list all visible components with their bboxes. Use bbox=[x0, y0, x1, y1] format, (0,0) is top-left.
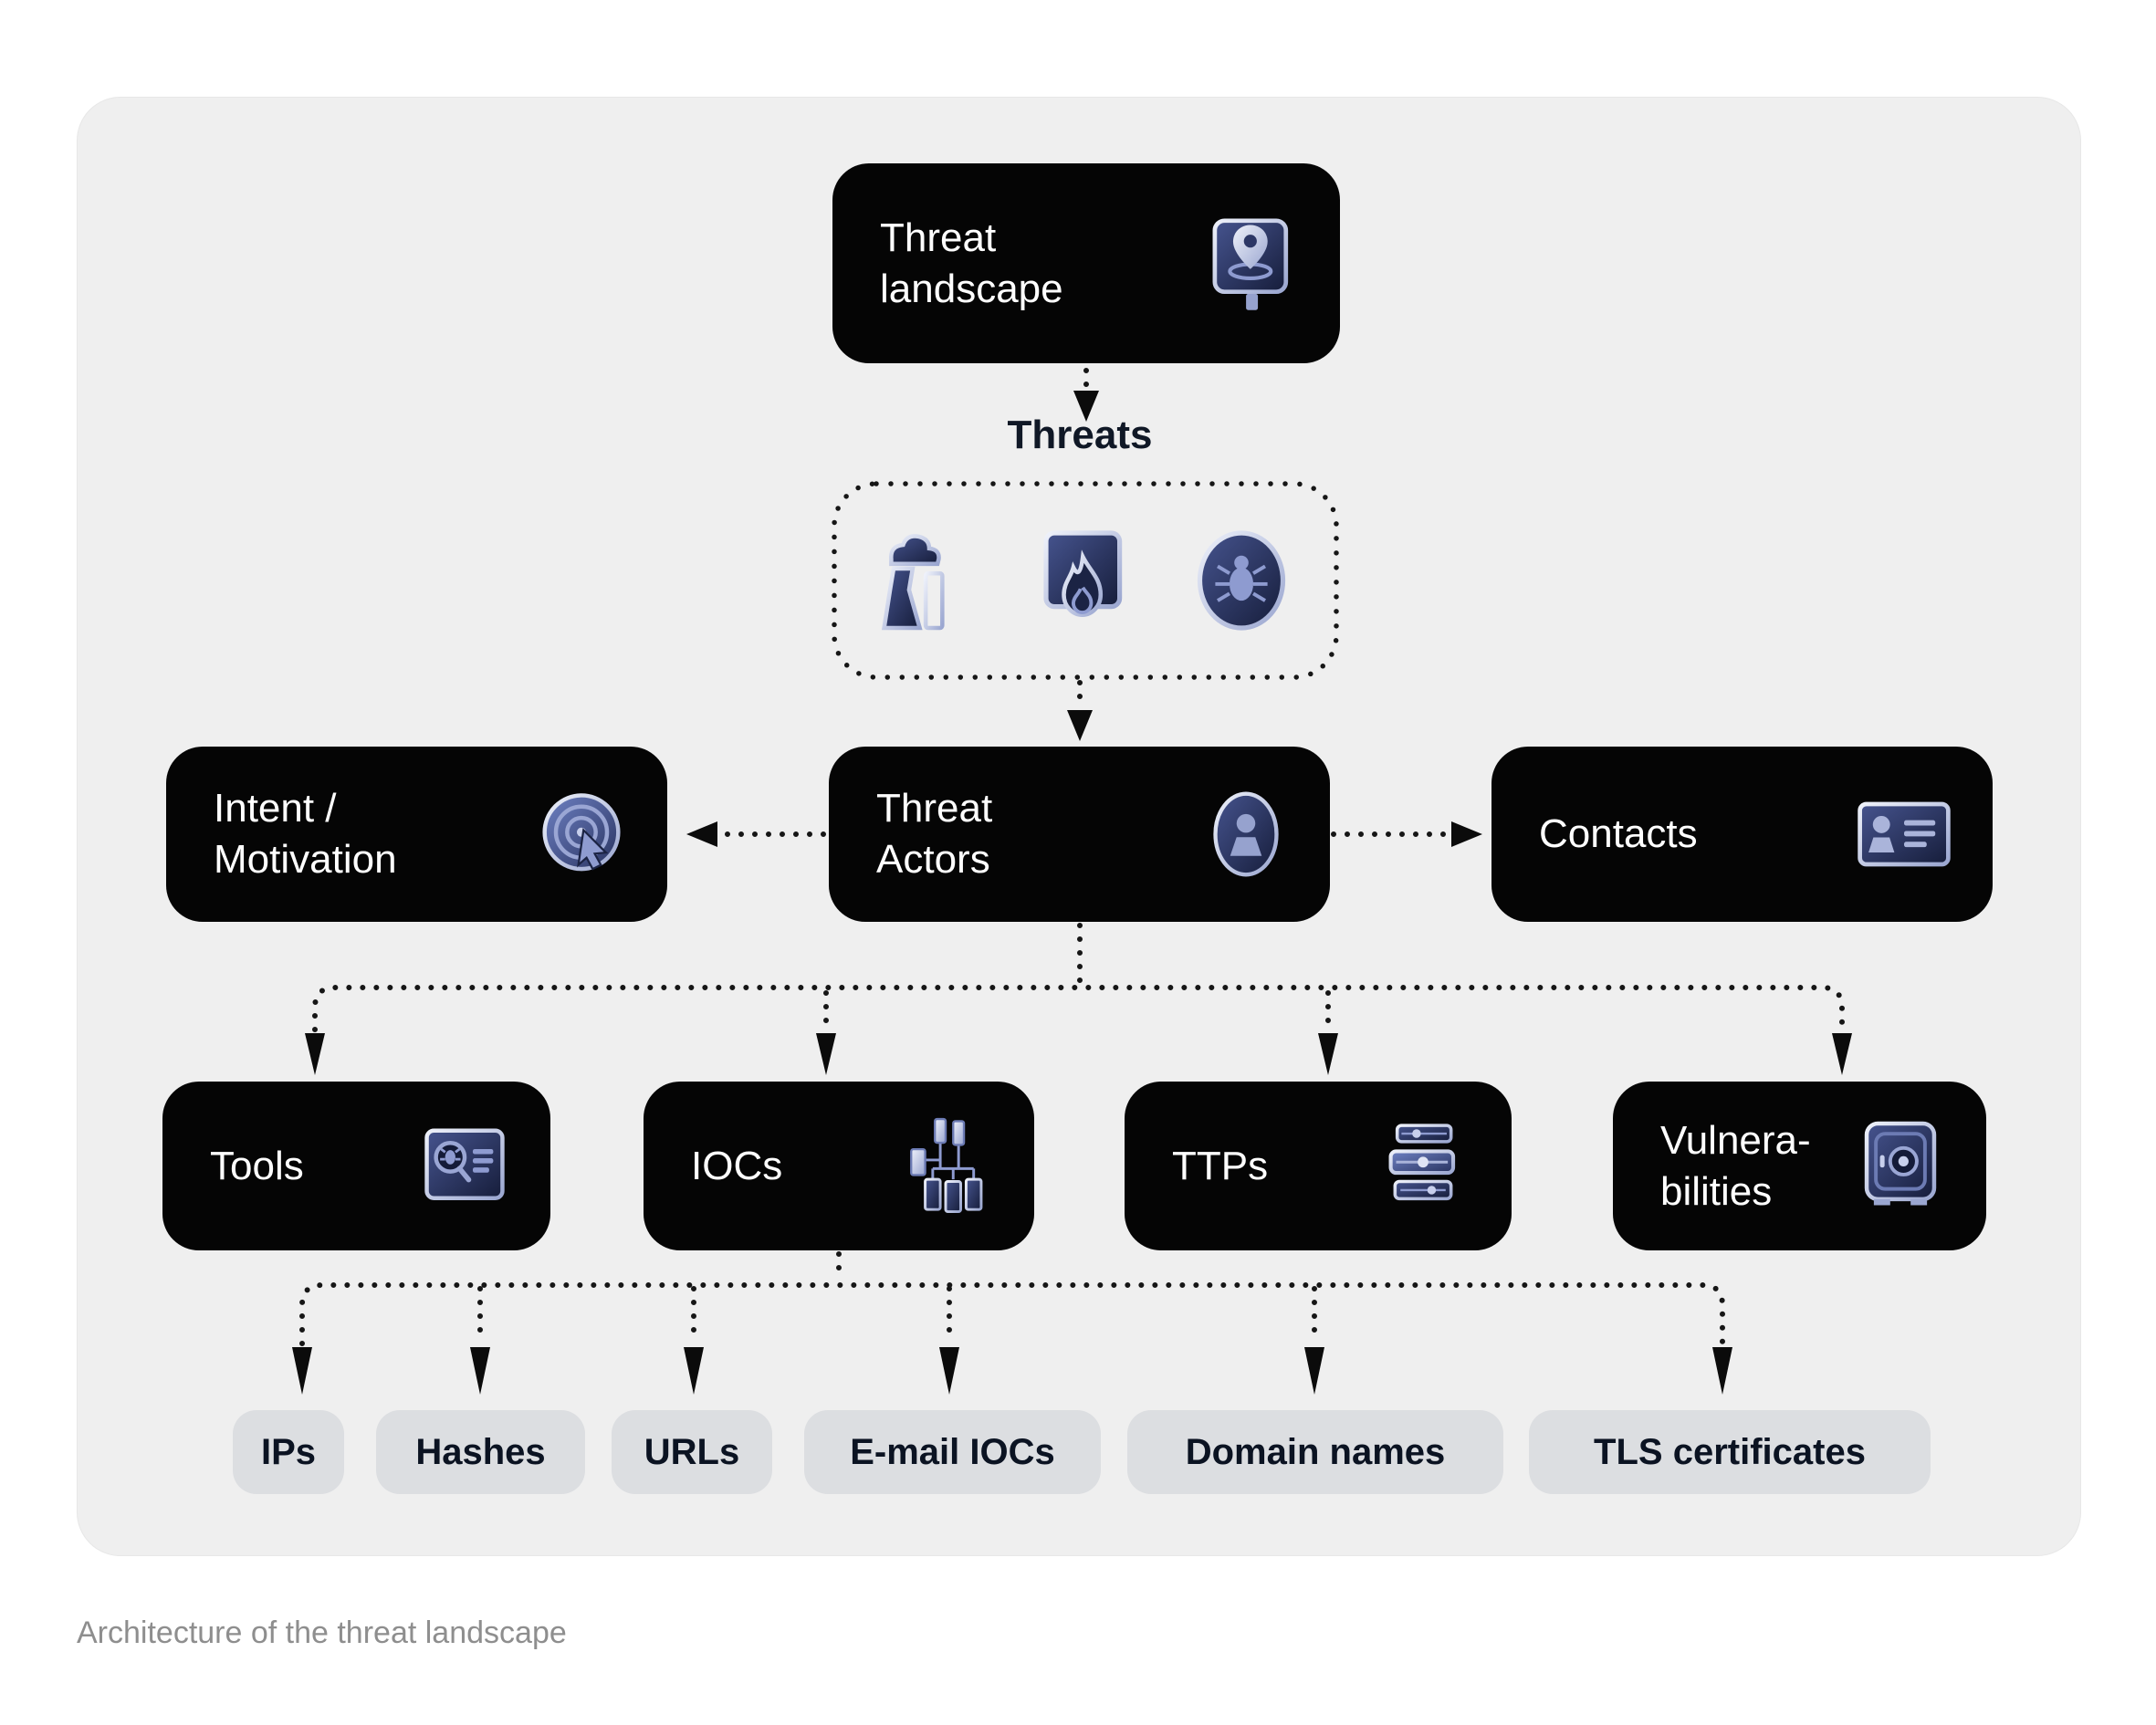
node-label: Threat Actors bbox=[876, 786, 993, 882]
node-label: Threat landscape bbox=[880, 214, 1063, 311]
ioc-type-pill: URLs bbox=[612, 1410, 772, 1494]
node-ttps: TTPs bbox=[1125, 1082, 1512, 1250]
node-label: Intent / Motivation bbox=[214, 786, 397, 882]
ioc-type-pill: Domain names bbox=[1127, 1410, 1503, 1494]
node-label: IOCs bbox=[691, 1143, 783, 1188]
node-label: Tools bbox=[210, 1143, 304, 1188]
factory-smoke-icon bbox=[858, 521, 977, 640]
node-label: TTPs bbox=[1172, 1143, 1269, 1188]
node-threat-landscape: Threat landscape bbox=[832, 163, 1340, 363]
pill-label: TLS certificates bbox=[1594, 1431, 1866, 1472]
node-intent-motivation: Intent / Motivation bbox=[166, 747, 667, 922]
node-tools: Tools bbox=[162, 1082, 550, 1250]
pill-label: E-mail IOCs bbox=[850, 1431, 1055, 1472]
pill-label: URLs bbox=[644, 1431, 740, 1472]
threats-group-label: Threats bbox=[1007, 413, 1153, 457]
node-threat-actors: Threat Actors bbox=[829, 747, 1330, 922]
pill-label: Domain names bbox=[1185, 1431, 1446, 1472]
network-nodes-icon bbox=[892, 1113, 1000, 1220]
stacked-sliders-icon bbox=[1369, 1113, 1477, 1220]
contact-card-icon bbox=[1850, 780, 1958, 888]
figure-caption: Architecture of the threat landscape bbox=[77, 1615, 567, 1650]
map-pin-board-icon bbox=[1198, 210, 1305, 318]
vault-icon bbox=[1849, 1115, 1952, 1218]
node-label: Contacts bbox=[1539, 811, 1698, 857]
bug-scan-card-icon bbox=[413, 1115, 516, 1218]
node-vulnerabilities: Vulnera- bilities bbox=[1613, 1082, 1986, 1250]
fire-panel-icon bbox=[1022, 521, 1141, 640]
ioc-type-pill: Hashes bbox=[376, 1410, 585, 1494]
person-badge-icon bbox=[1197, 769, 1295, 899]
pill-label: IPs bbox=[260, 1431, 317, 1472]
pill-label: Hashes bbox=[415, 1431, 546, 1472]
ioc-type-pill: E-mail IOCs bbox=[804, 1410, 1101, 1494]
ioc-type-pill: TLS certificates bbox=[1529, 1410, 1931, 1494]
node-contacts: Contacts bbox=[1491, 747, 1993, 922]
node-iocs: IOCs bbox=[644, 1082, 1034, 1250]
target-cursor-icon bbox=[530, 783, 633, 885]
node-label: Vulnera- bilities bbox=[1660, 1117, 1811, 1214]
ioc-type-pill: IPs bbox=[233, 1410, 344, 1494]
bug-target-icon bbox=[1182, 521, 1301, 640]
